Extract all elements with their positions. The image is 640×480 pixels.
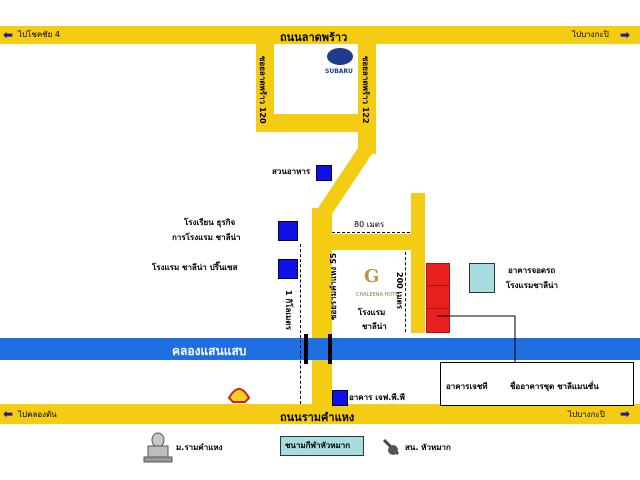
school-label-1: โรงเรียน ธุรกิจ (184, 218, 236, 227)
princess-marker (278, 259, 298, 279)
distance-80-label: 80 เมตร (354, 220, 385, 229)
building-info-box (440, 362, 634, 406)
police-icon (382, 438, 400, 456)
parking-building (469, 263, 495, 293)
arrow-right-icon: ➡ (620, 28, 631, 42)
hotel-logo-text: CHALEENA HOTEL (356, 292, 402, 298)
direction-chokchai: ไปโชคชัย 4 (18, 30, 60, 39)
saen-saep-canal (0, 338, 640, 360)
canal-label: คลองแสนแสบ (172, 344, 247, 358)
parking-label-2: โรงแรมชาลีน่า (506, 281, 559, 290)
building-name-1: อาคารเจชที (446, 382, 488, 391)
arrow-left-icon: ⬅ (3, 407, 14, 421)
stadium-box (280, 436, 364, 456)
hotel-building (426, 263, 450, 333)
hotel-label-1: โรงแรม (358, 308, 386, 317)
connector-road (256, 114, 376, 132)
arrow-right-icon: ➡ (620, 407, 631, 421)
school-marker (278, 221, 298, 241)
restaurant-marker (316, 165, 332, 181)
arrow-left-icon: ⬅ (3, 28, 14, 42)
jfp-marker (332, 390, 348, 406)
parking-label-1: อาคารจอดรถ (508, 266, 556, 275)
direction-bangkapi-bottom: ไปบางกะปิ (568, 410, 605, 419)
subaru-logo-icon (327, 48, 353, 65)
jfp-label: อาคาร เจฟ.พี.พี (349, 393, 405, 402)
hotel-building-line-2 (426, 308, 449, 309)
shell-logo-icon (228, 388, 250, 403)
temple-icon (143, 432, 173, 463)
bridge-left (304, 334, 308, 364)
hotel-building-line-1 (426, 285, 449, 286)
hotel-side-road (330, 234, 414, 250)
distance-80-line (332, 232, 410, 233)
direction-bangkapi-top: ไปบางกะปิ (572, 30, 609, 39)
bridge-right (328, 334, 332, 364)
distance-1km-line (300, 244, 301, 404)
distance-200-line (405, 252, 406, 332)
ramkhamhaeng-road (0, 404, 640, 424)
subaru-label: SUBARU (325, 68, 353, 75)
stadium-label: ชนามกีฬาหัวหมาก (285, 441, 351, 450)
soi-120-road (256, 44, 274, 132)
lat-phrao-label: ถนนลาดพร้าว (280, 31, 348, 44)
police-label: สน. หัวหมาก (405, 443, 451, 452)
direction-khlong-tan: ไปคลองตัน (18, 410, 57, 419)
princess-label: โรงแรม ชาลีน่า ปริ๊นเซส (152, 263, 238, 272)
school-label-2: การโรงแรม ชาลีน่า (172, 233, 241, 242)
lat-phrao-road (0, 26, 640, 44)
ramkhamhaeng-label: ถนนรามคำแหง (280, 411, 355, 424)
hotel-label-2: ชาลีน่า (362, 322, 387, 331)
temple-label: ม.รามคำแหง (176, 443, 223, 452)
hotel-vertical-road (411, 193, 425, 333)
restaurant-label: สวนอาหาร (272, 167, 311, 176)
hotel-logo-icon: G (364, 266, 380, 287)
building-name-2: ชื่ออาคารชุด ชาลีแมนชั่น (510, 382, 599, 391)
